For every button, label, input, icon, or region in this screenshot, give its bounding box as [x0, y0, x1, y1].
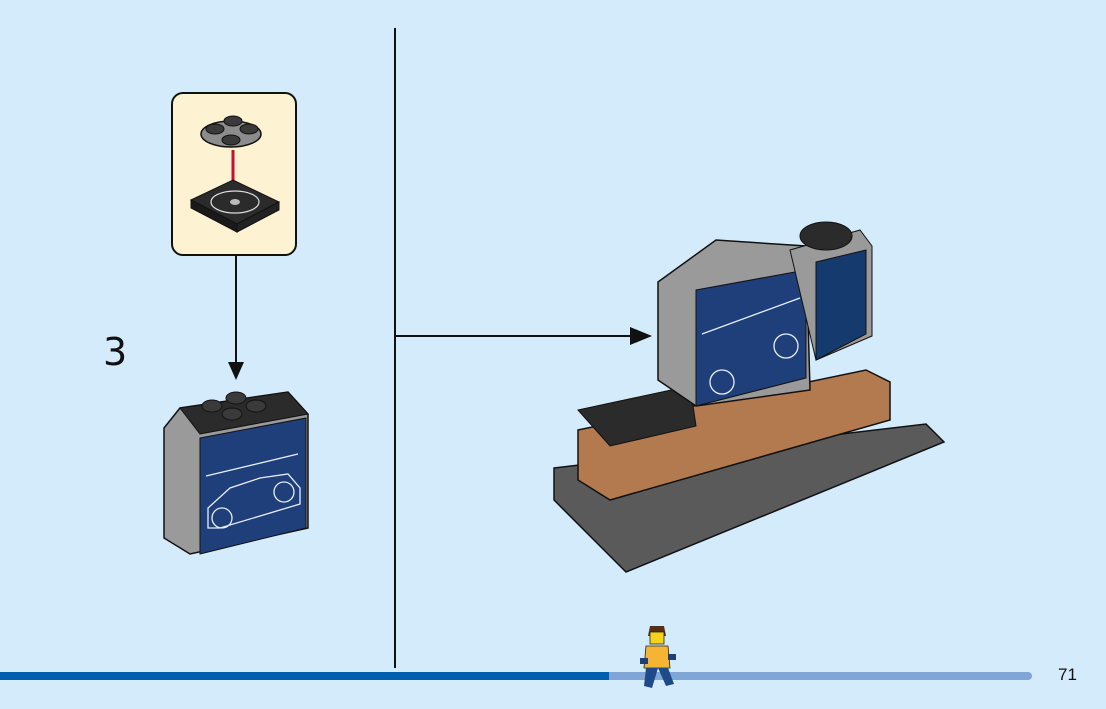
page-number: 71	[1058, 665, 1077, 684]
stud-icons	[201, 391, 267, 421]
step-divider	[394, 28, 396, 668]
step-result-brick	[163, 391, 309, 555]
round-plate-icon	[200, 115, 262, 148]
car-blueprint-icon	[701, 297, 801, 395]
progress-fill	[0, 672, 609, 680]
main-model	[553, 221, 946, 573]
callout-parts	[189, 115, 281, 233]
callout-connector-arrow	[228, 256, 244, 380]
step-arrow	[396, 327, 652, 345]
minifig-progress-marker	[640, 626, 676, 688]
turntable-base-icon	[189, 179, 281, 233]
car-blueprint-icon	[205, 453, 301, 529]
step-number: 3	[103, 330, 128, 374]
